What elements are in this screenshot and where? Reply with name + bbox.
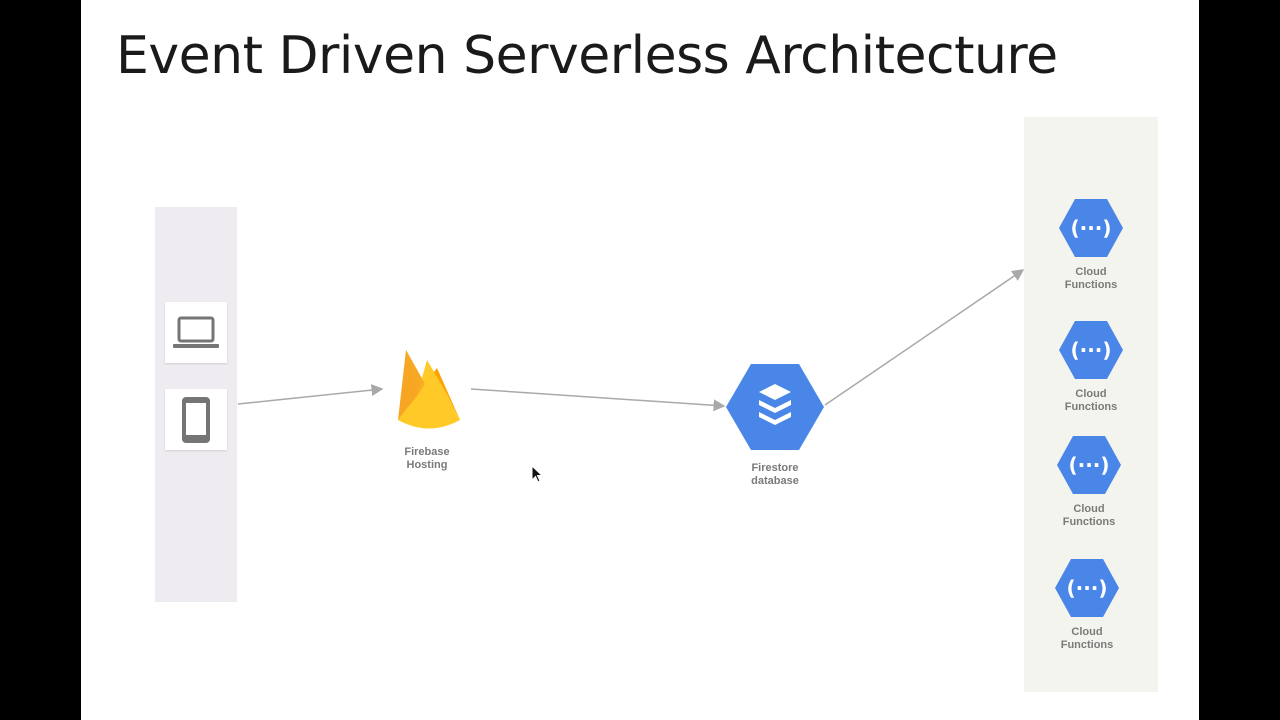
firestore-database-node: Firestore database bbox=[725, 362, 825, 492]
firebase-hosting-label: Firebase Hosting bbox=[382, 446, 472, 471]
cloud-functions-label: Cloud Functions bbox=[1046, 388, 1136, 413]
phone-card bbox=[165, 389, 227, 450]
svg-text:(···): (···) bbox=[1070, 338, 1111, 362]
database-label-line1: Firestore bbox=[751, 462, 799, 474]
client-panel bbox=[155, 207, 237, 602]
cloud-functions-node-2: (···) Cloud Functions bbox=[1041, 320, 1141, 430]
svg-text:(···): (···) bbox=[1066, 576, 1107, 600]
svg-text:(···): (···) bbox=[1070, 216, 1111, 240]
firebase-hosting-node: Firebase Hosting bbox=[381, 338, 473, 478]
arrow-database-to-functions bbox=[824, 269, 1025, 406]
cloud-functions-node-1: (···) Cloud Functions bbox=[1041, 198, 1141, 308]
mouse-cursor-icon bbox=[531, 465, 544, 483]
function-label-line2: Functions bbox=[1062, 515, 1116, 528]
database-label-line2: database bbox=[751, 474, 799, 487]
cloud-functions-label: Cloud Functions bbox=[1046, 266, 1136, 291]
hosting-label-line1: Firebase bbox=[404, 446, 450, 458]
cloud-functions-node-3: (···) Cloud Functions bbox=[1039, 435, 1139, 545]
cloud-functions-label: Cloud Functions bbox=[1044, 503, 1134, 528]
laptop-icon bbox=[173, 316, 219, 348]
function-label-line2: Functions bbox=[1060, 638, 1114, 651]
arrow-hosting-to-database bbox=[470, 388, 726, 412]
arrow-client-to-hosting bbox=[237, 384, 384, 405]
firestore-database-label: Firestore database bbox=[730, 462, 820, 487]
firestore-icon bbox=[726, 364, 824, 450]
function-label-line1: Cloud bbox=[1073, 503, 1105, 515]
cloud-functions-node-4: (···) Cloud Functions bbox=[1037, 558, 1137, 668]
slide: Event Driven Serverless Architecture bbox=[81, 0, 1199, 720]
cloud-functions-icon: (···) bbox=[1055, 559, 1119, 617]
function-label-line1: Cloud bbox=[1075, 266, 1107, 278]
cloud-functions-label: Cloud Functions bbox=[1042, 626, 1132, 651]
slide-title: Event Driven Serverless Architecture bbox=[116, 26, 1058, 86]
cloud-functions-icon: (···) bbox=[1059, 199, 1123, 257]
phone-icon bbox=[182, 396, 210, 443]
function-label-line2: Functions bbox=[1064, 400, 1118, 413]
function-label-line1: Cloud bbox=[1071, 626, 1103, 638]
firebase-flame-icon bbox=[398, 350, 460, 429]
laptop-card bbox=[165, 302, 227, 363]
cloud-functions-icon: (···) bbox=[1059, 321, 1123, 379]
hosting-label-line2: Hosting bbox=[406, 458, 448, 471]
svg-text:(···): (···) bbox=[1068, 453, 1109, 477]
function-label-line1: Cloud bbox=[1075, 388, 1107, 400]
connection-arrows bbox=[237, 269, 1025, 412]
cloud-functions-icon: (···) bbox=[1057, 436, 1121, 494]
function-label-line2: Functions bbox=[1064, 278, 1118, 291]
